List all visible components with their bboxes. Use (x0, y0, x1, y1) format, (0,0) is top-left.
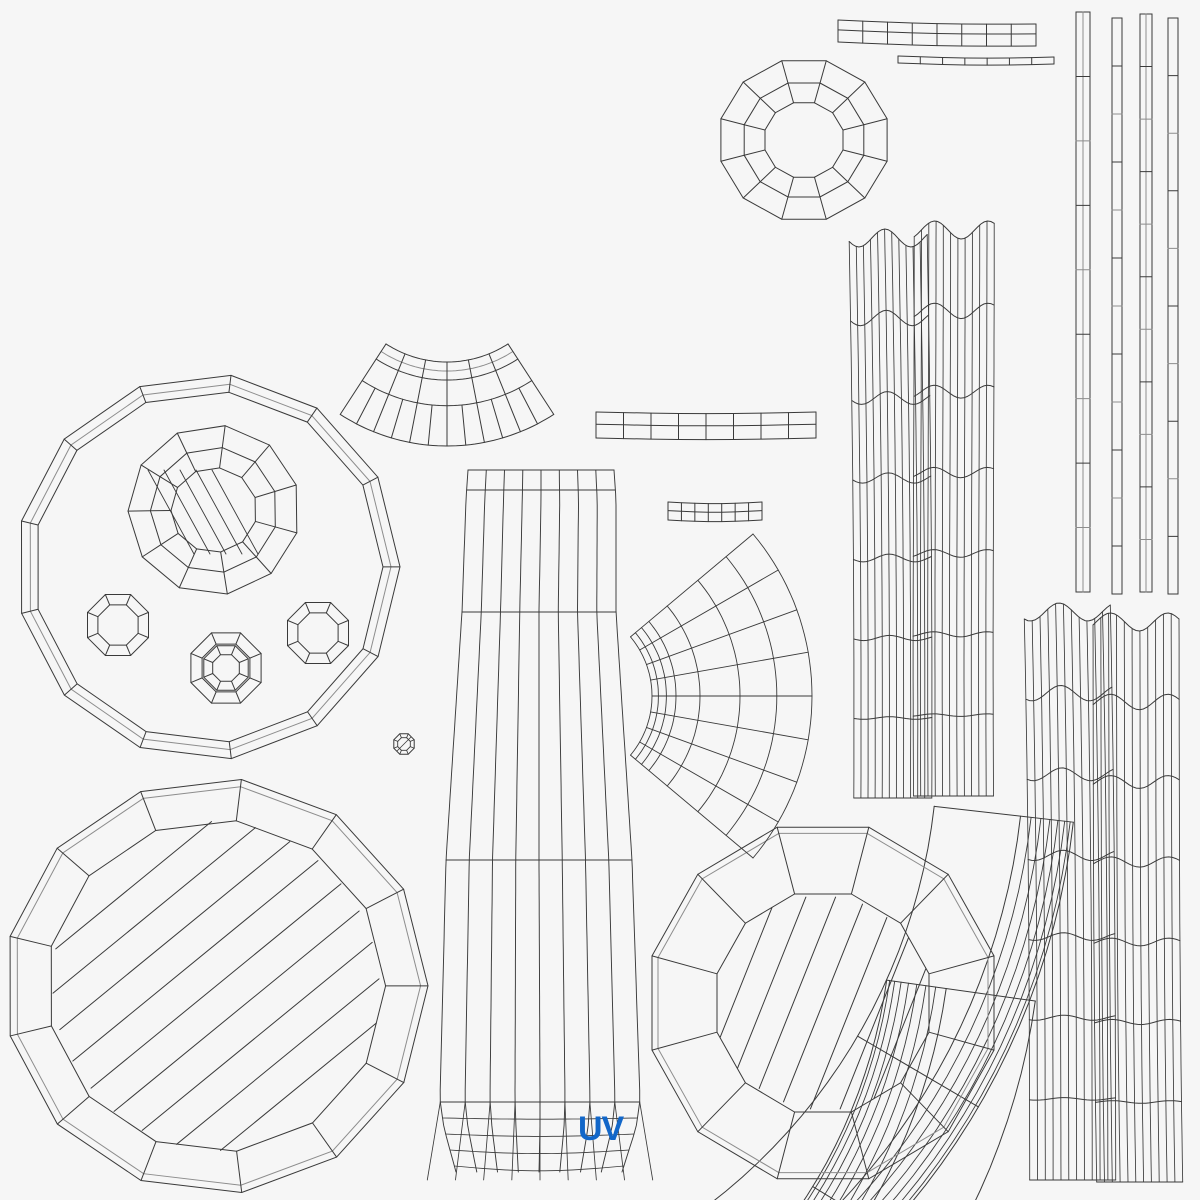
uv-watermark-label: UV (578, 1110, 624, 1148)
